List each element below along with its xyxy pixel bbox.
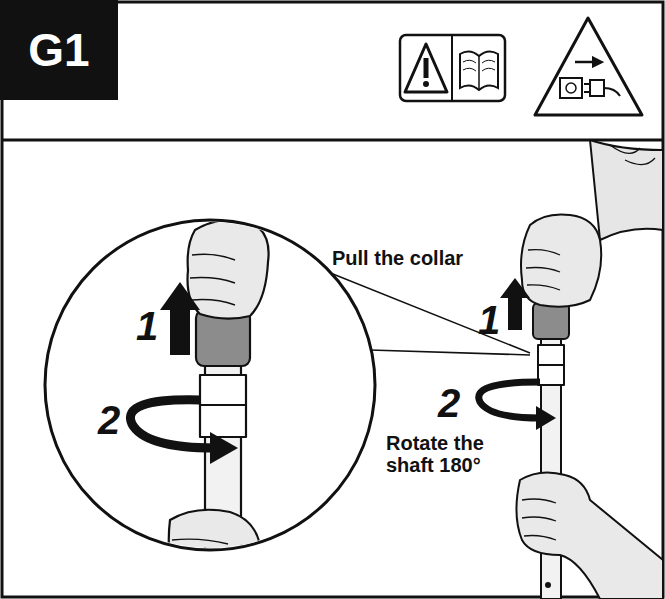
magnified-detail — [130, 220, 270, 599]
callout-number: 1 — [478, 300, 500, 340]
callout-number: 1 — [136, 306, 158, 346]
unplug-warning-icon — [535, 18, 642, 115]
header-divider — [2, 139, 663, 142]
step-badge: G1 — [0, 0, 118, 100]
step-code: G1 — [28, 23, 89, 77]
read-manual-icon — [400, 35, 505, 101]
tool-shaft-view — [479, 140, 663, 599]
callout-number: 2 — [98, 400, 120, 440]
callout-number: 2 — [438, 383, 460, 423]
instruction-text: Pull the collar — [330, 247, 465, 269]
instruction-text: Rotate the shaft 180° — [384, 432, 524, 476]
